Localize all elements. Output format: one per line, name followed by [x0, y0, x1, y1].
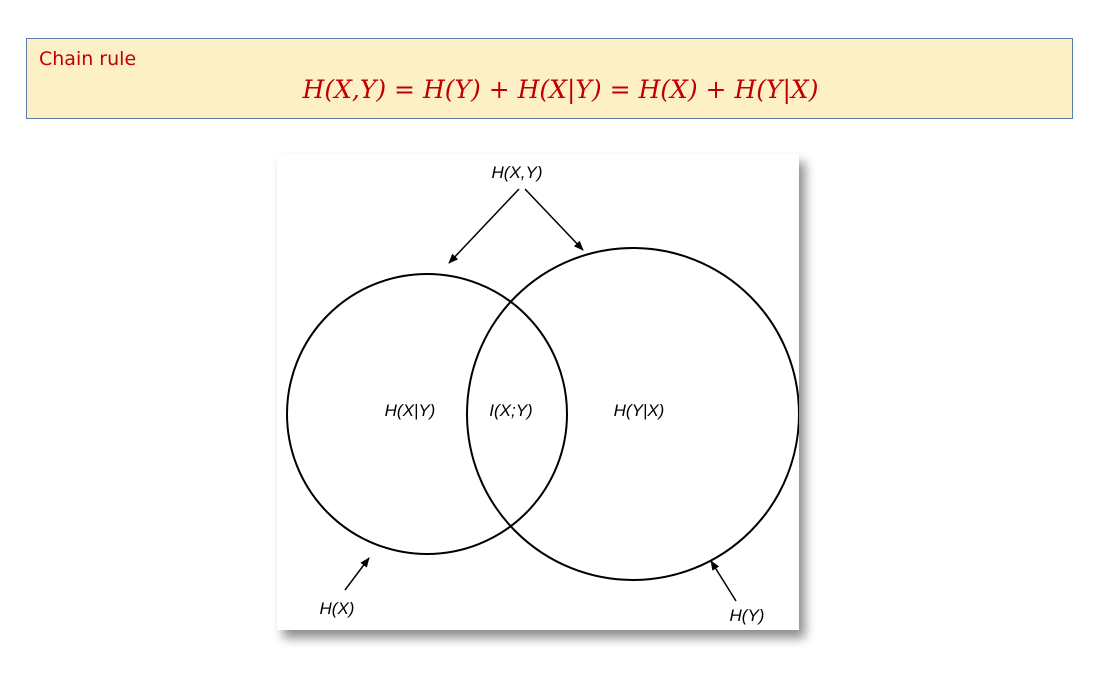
venn-diagram-figure: H(X,Y) H(X|Y) I(X;Y) H(Y|X) H(X) H(Y): [277, 154, 799, 630]
right-region-label: H(Y|X): [614, 401, 665, 420]
right-circle-label: H(Y): [730, 606, 765, 625]
arrow-to-right-circle: [524, 188, 584, 251]
chain-rule-callout: Chain rule H(X,Y) = H(Y) + H(X|Y) = H(X)…: [26, 38, 1073, 119]
right-circle: [466, 247, 799, 581]
arrow-to-right-circle-bottom: [710, 560, 737, 602]
left-circle: [286, 273, 568, 555]
arrow-to-left-circle-bottom: [344, 557, 370, 591]
callout-title: Chain rule: [39, 48, 137, 70]
left-region-label: H(X|Y): [385, 401, 436, 420]
intersection-label: I(X;Y): [489, 401, 532, 420]
arrow-to-left-circle: [448, 188, 520, 264]
chain-rule-formula: H(X,Y) = H(Y) + H(X|Y) = H(X) + H(Y|X): [302, 75, 819, 104]
joint-entropy-label: H(X,Y): [492, 163, 543, 182]
left-circle-label: H(X): [320, 599, 355, 618]
venn-diagram: H(X,Y) H(X|Y) I(X;Y) H(Y|X) H(X) H(Y): [286, 163, 799, 625]
